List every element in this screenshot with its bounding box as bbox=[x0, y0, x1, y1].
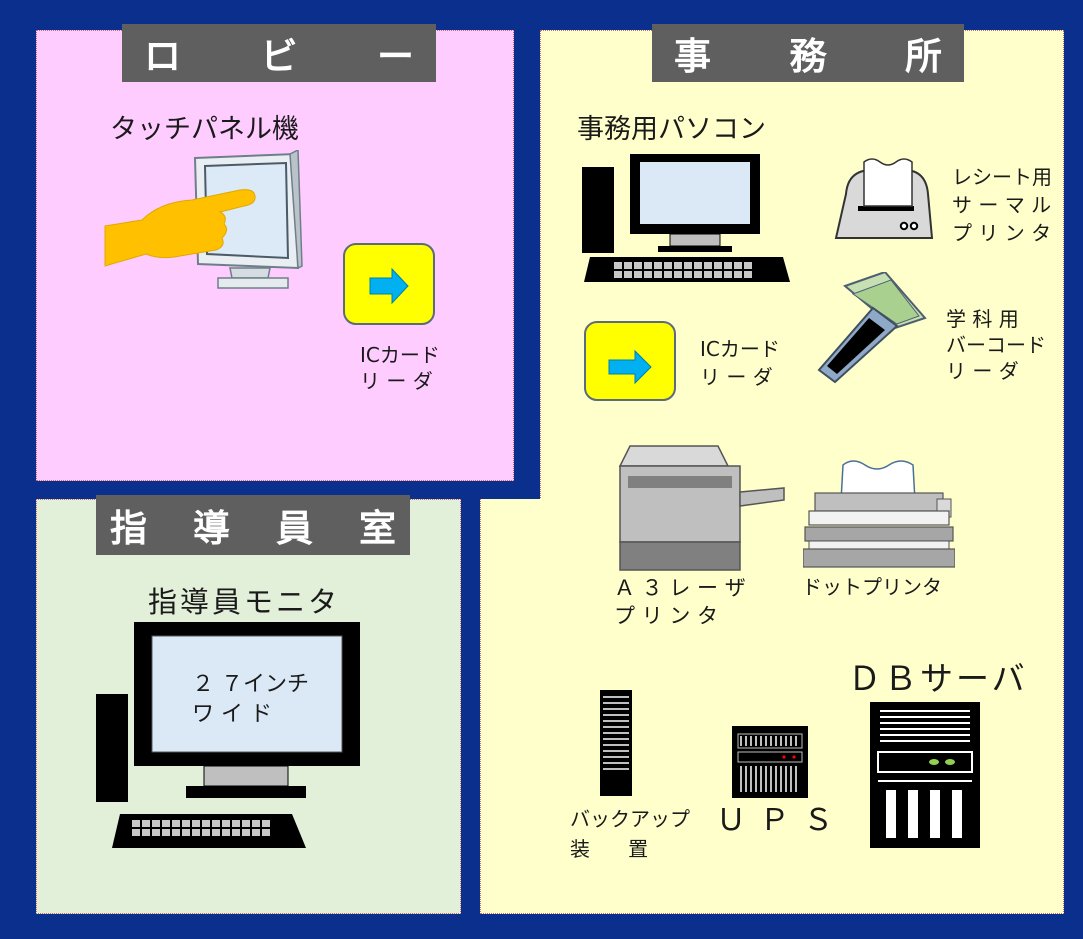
thermal-printer-label-3: プ リ ン タ bbox=[952, 221, 1052, 245]
thermal-printer-label-2: サ ー マ ル bbox=[952, 193, 1052, 217]
ic-card-reader-icon bbox=[343, 243, 435, 325]
ups-icon bbox=[732, 726, 808, 798]
office-pc-label: 事務用パソコン bbox=[577, 114, 766, 145]
lobby-title-char: ロ bbox=[144, 35, 181, 78]
barcode-reader-label-1: 学 科 用 bbox=[946, 307, 1019, 331]
dot-printer-label: ドットプリンタ bbox=[802, 575, 942, 599]
office-title: 事 務 所 bbox=[652, 24, 964, 82]
lobby-title-char: ー bbox=[377, 35, 414, 78]
office-ic-card-reader-icon bbox=[584, 321, 676, 401]
staff-monitor-screen-text-2: ワ イ ド bbox=[192, 702, 272, 727]
staff-title-char: 室 bbox=[359, 507, 396, 550]
staff-monitor-icon bbox=[96, 622, 360, 848]
lobby-title: ロ ビ ー bbox=[122, 24, 436, 82]
lobby-title-char: ビ bbox=[260, 35, 298, 78]
office-ic-reader-label-1: ICカード bbox=[700, 337, 780, 361]
db-server-icon bbox=[870, 702, 980, 848]
touch-panel-label: タッチパネル機 bbox=[110, 114, 299, 145]
backup-label-2: 装 置 bbox=[570, 837, 649, 861]
staff-title-char: 員 bbox=[276, 507, 313, 550]
backup-label-1: バックアップ bbox=[570, 807, 690, 831]
thermal-printer-icon bbox=[834, 158, 934, 239]
touch-panel-icon bbox=[104, 150, 303, 289]
db-server-label: ＤＢサーバ bbox=[848, 659, 1028, 698]
staff-title-char: 導 bbox=[193, 507, 230, 550]
barcode-reader-label-2: バーコード bbox=[946, 333, 1046, 357]
office-pc-icon bbox=[582, 154, 790, 282]
staff-room-title: 指 導 員 室 bbox=[96, 495, 410, 555]
barcode-reader-icon bbox=[817, 272, 927, 384]
barcode-reader-label-3: リ ー ダ bbox=[946, 359, 1019, 383]
a3-laser-printer-icon bbox=[618, 445, 785, 571]
staff-monitor-label: 指導員モニタ bbox=[148, 585, 341, 619]
office-ic-reader-label-2: リ ー ダ bbox=[700, 365, 773, 389]
dot-printer-icon bbox=[803, 460, 955, 568]
thermal-printer-label-1: レシート用 bbox=[952, 165, 1052, 189]
staff-title-char: 指 bbox=[110, 507, 147, 550]
lobby-ic-reader-label-1: ICカード bbox=[360, 343, 440, 367]
lobby-ic-reader-label-2: リ ー ダ bbox=[360, 369, 433, 393]
office-title-char: 務 bbox=[789, 35, 827, 78]
backup-device-icon bbox=[600, 690, 632, 796]
ups-label: Ｕ Ｐ Ｓ bbox=[716, 803, 836, 838]
a3-laser-label-1: Ａ ３ レ ー ザ bbox=[614, 576, 746, 600]
staff-monitor-screen-text-1: ２ ７インチ bbox=[192, 672, 309, 697]
office-title-char: 所 bbox=[905, 35, 942, 78]
a3-laser-label-2: プ リ ン タ bbox=[614, 604, 719, 628]
office-title-char: 事 bbox=[674, 35, 711, 78]
